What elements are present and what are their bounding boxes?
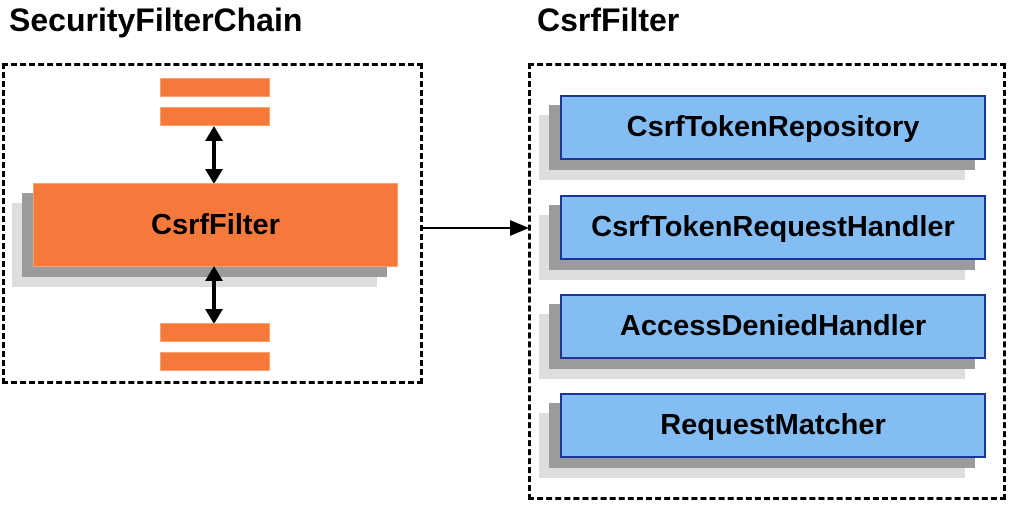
component-label: RequestMatcher — [660, 409, 886, 441]
component-label: CsrfTokenRepository — [626, 111, 920, 143]
up-down-arrow-icon — [205, 126, 223, 184]
filter-bar — [160, 323, 270, 342]
security-filter-chain-title: SecurityFilterChain — [9, 2, 303, 38]
csrf-filter-node: CsrfFilter — [33, 183, 398, 267]
up-down-arrow-icon — [205, 266, 223, 324]
csrf-filter-title: CsrfFilter — [537, 2, 680, 38]
filter-bar — [160, 107, 270, 126]
filter-bar — [160, 78, 270, 97]
csrf-filter-node-label: CsrfFilter — [151, 208, 280, 241]
component-label: AccessDeniedHandler — [619, 310, 927, 342]
component-node-csrf-token-repository: CsrfTokenRepository — [560, 95, 986, 160]
right-arrow-icon — [423, 220, 529, 236]
component-node-request-matcher: RequestMatcher — [560, 393, 986, 458]
component-label: CsrfTokenRequestHandler — [591, 211, 955, 243]
component-node-access-denied-handler: AccessDeniedHandler — [560, 294, 986, 359]
filter-bar — [160, 352, 270, 371]
component-node-csrf-token-request-handler: CsrfTokenRequestHandler — [560, 195, 986, 260]
